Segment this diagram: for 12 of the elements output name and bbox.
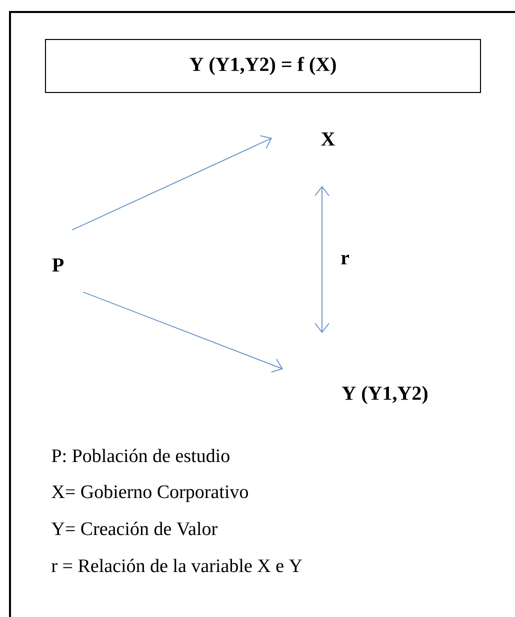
legend-note: Y= Creación de Valor: [51, 522, 218, 536]
legend-note: X= Gobierno Corporativo: [52, 484, 248, 502]
arrow: [72, 135, 272, 230]
edge-label: r: [338, 252, 352, 266]
variable-label: P: [52, 258, 64, 272]
formula-box: Y (Y1,Y2) = f (X): [45, 39, 481, 93]
variable-label: Y (Y1,Y2): [342, 386, 428, 404]
arrow: [314, 186, 330, 333]
arrow: [82, 292, 283, 372]
variable-label: X: [321, 132, 335, 146]
legend-note: P: Población de estudio: [52, 448, 230, 462]
legend-note: r = Relación de la variable X e Y: [52, 558, 302, 572]
